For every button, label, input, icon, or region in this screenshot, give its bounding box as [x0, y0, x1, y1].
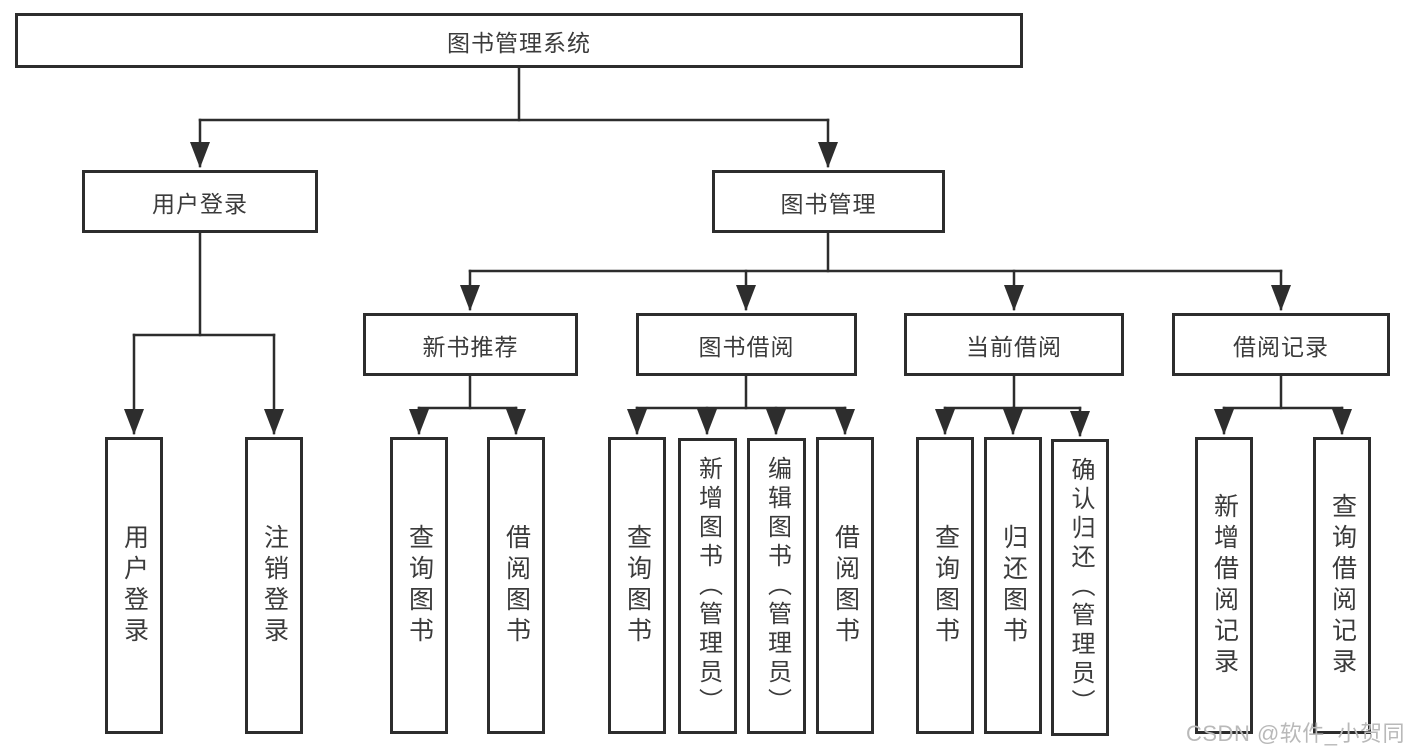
node-current-borrowing: 当前借阅	[904, 313, 1124, 376]
leaf-label: 查询图书	[931, 523, 960, 648]
leaf-confirm-return-admin: 确认归还（管理员）	[1051, 439, 1109, 736]
node-root-library-system: 图书管理系统	[15, 13, 1023, 68]
leaf-add-books-admin: 新增图书（管理员）	[678, 438, 737, 734]
leaf-logout: 注销登录	[245, 437, 303, 734]
leaf-label: 新增图书（管理员）	[694, 455, 722, 717]
leaf-current-query-books: 查询图书	[916, 437, 974, 734]
leaf-label: 查询借阅记录	[1328, 492, 1357, 679]
leaf-borrowing-borrow-books: 借阅图书	[816, 437, 874, 734]
leaf-return-books: 归还图书	[984, 437, 1042, 734]
leaf-recommend-query-books: 查询图书	[390, 437, 448, 734]
node-user-login: 用户登录	[82, 170, 318, 233]
leaf-edit-books-admin: 编辑图书（管理员）	[747, 438, 806, 734]
leaf-borrowing-query-books: 查询图书	[608, 437, 666, 734]
leaf-label: 借阅图书	[831, 523, 860, 648]
leaf-label: 注销登录	[260, 523, 289, 648]
leaf-add-borrow-record: 新增借阅记录	[1195, 437, 1253, 734]
leaf-label: 查询图书	[405, 523, 434, 648]
node-book-management: 图书管理	[712, 170, 945, 233]
leaf-label: 新增借阅记录	[1210, 492, 1239, 679]
leaf-label: 查询图书	[623, 523, 652, 648]
leaf-label: 用户登录	[120, 523, 149, 648]
node-new-book-recommend: 新书推荐	[363, 313, 578, 376]
watermark: CSDN @软件_小贺同学	[1186, 721, 1405, 746]
leaf-label: 归还图书	[999, 523, 1028, 648]
node-book-borrowing: 图书借阅	[636, 313, 857, 376]
leaf-label: 借阅图书	[502, 523, 531, 648]
leaf-query-borrow-record: 查询借阅记录	[1313, 437, 1371, 734]
leaf-recommend-borrow-books: 借阅图书	[487, 437, 545, 734]
leaf-user-login: 用户登录	[105, 437, 163, 734]
leaf-label: 编辑图书（管理员）	[763, 455, 791, 717]
node-borrowing-records: 借阅记录	[1172, 313, 1390, 376]
leaf-label: 确认归还（管理员）	[1067, 457, 1094, 718]
